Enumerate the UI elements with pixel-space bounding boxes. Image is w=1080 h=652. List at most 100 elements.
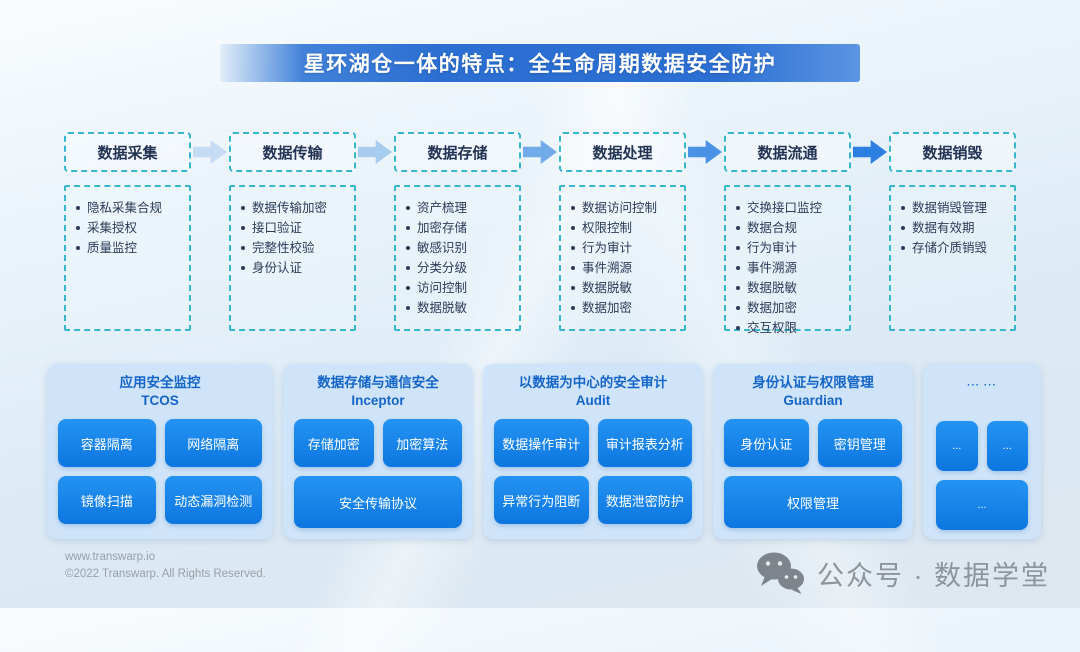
- list-item: 数据传输加密: [240, 198, 350, 218]
- bullet-icon: [571, 226, 575, 230]
- bullet-text: 采集授权: [87, 221, 138, 235]
- bullet-text: 权限控制: [582, 221, 633, 235]
- product-card-inceptor: 数据存储与通信安全 Inceptor 存储加密 加密算法 安全传输协议: [283, 364, 473, 539]
- bullet-text: 存储介质销毁: [912, 241, 988, 255]
- card-title-en: TCOS: [141, 393, 179, 409]
- card-title-cn: 身份认证与权限管理: [752, 375, 874, 390]
- product-card-tcos: 应用安全监控 TCOS 容器隔离 网络隔离 镜像扫描 动态漏洞检测: [47, 364, 273, 539]
- feature-chip: ...: [936, 480, 1028, 530]
- feature-chip: ...: [986, 421, 1028, 471]
- bullet-text: 交换接口监控: [747, 201, 823, 215]
- feature-chip: 异常行为阻断: [494, 476, 589, 524]
- bullet-text: 加密存储: [417, 221, 468, 235]
- bullet-icon: [571, 306, 575, 310]
- list-item: 采集授权: [75, 218, 185, 238]
- bullet-text: 数据脱敏: [582, 281, 633, 295]
- card-title-en: Guardian: [783, 393, 843, 409]
- bullet-icon: [241, 226, 245, 230]
- card-title-cn: ··· ···: [967, 380, 997, 391]
- stage-header: 数据传输: [229, 132, 356, 172]
- product-card-guardian: 身份认证与权限管理 Guardian 身份认证 密钥管理 权限管理: [713, 364, 913, 539]
- bullet-text: 身份认证: [252, 261, 303, 275]
- stage-items: 隐私采集合规 采集授权 质量监控: [64, 185, 191, 331]
- list-item: 交互权限: [735, 318, 845, 338]
- bullet-icon: [241, 206, 245, 210]
- feature-chip: 容器隔离: [58, 419, 156, 467]
- bullet-icon: [901, 226, 905, 230]
- bullet-text: 访问控制: [417, 281, 468, 295]
- stage-header: 数据销毁: [889, 132, 1016, 172]
- footer: www.transwarp.io ©2022 Transwarp. All Ri…: [0, 549, 1080, 595]
- bullet-text: 分类分级: [417, 261, 468, 275]
- feature-chip: 网络隔离: [164, 419, 262, 467]
- stage-column-circulation: 数据流通 交换接口监控 数据合规 行为审计 事件溯源 数据脱敏 数据加密 交互权…: [724, 132, 851, 335]
- list-item: 接口验证: [240, 218, 350, 238]
- arrow-right-icon: [853, 140, 887, 164]
- bullet-icon: [736, 226, 740, 230]
- stage-column-collection: 数据采集 隐私采集合规 采集授权 质量监控: [64, 132, 191, 331]
- list-item: 数据销毁管理: [900, 198, 1010, 218]
- bullet-text: 数据脱敏: [747, 281, 798, 295]
- stage-label: 数据流通: [757, 144, 818, 162]
- bullet-icon: [406, 266, 410, 270]
- list-item: 质量监控: [75, 238, 185, 258]
- product-cards: 应用安全监控 TCOS 容器隔离 网络隔离 镜像扫描 动态漏洞检测 数据存储与通…: [0, 364, 1080, 539]
- card-title-cn: 应用安全监控: [119, 375, 201, 390]
- bullet-text: 数据加密: [582, 301, 633, 315]
- feature-chip: 加密算法: [382, 419, 462, 467]
- feature-chip: 动态漏洞检测: [164, 476, 262, 524]
- bullet-text: 完整性校验: [252, 241, 315, 255]
- bullet-icon: [241, 246, 245, 250]
- feature-chip: 数据操作审计: [494, 419, 589, 467]
- list-item: 数据脱敏: [735, 278, 845, 298]
- list-item: 事件溯源: [735, 258, 845, 278]
- bullet-icon: [241, 266, 245, 270]
- list-item: 数据合规: [735, 218, 845, 238]
- bullet-icon: [406, 226, 410, 230]
- bullet-icon: [901, 246, 905, 250]
- card-title-cn: 以数据为中心的安全审计: [518, 375, 668, 390]
- footer-left: www.transwarp.io ©2022 Transwarp. All Ri…: [65, 549, 266, 584]
- stage-label: 数据采集: [97, 144, 158, 162]
- stage-label: 数据存储: [427, 144, 488, 162]
- list-item: 资产梳理: [405, 198, 515, 218]
- bullet-icon: [406, 286, 410, 290]
- stage-items: 资产梳理 加密存储 敏感识别 分类分级 访问控制 数据脱敏: [394, 185, 521, 331]
- bullet-text: 隐私采集合规: [87, 201, 163, 215]
- stage-items: 数据销毁管理 数据有效期 存储介质销毁: [889, 185, 1016, 331]
- stage-label: 数据处理: [592, 144, 653, 162]
- feature-chip: 审计报表分析: [597, 419, 692, 467]
- page-title: 星环湖仓一体的特点：全生命周期数据安全防护: [303, 53, 777, 76]
- list-item: 访问控制: [405, 278, 515, 298]
- bullet-text: 接口验证: [252, 221, 303, 235]
- feature-chip: ...: [936, 421, 978, 471]
- bullet-icon: [76, 206, 80, 210]
- bullet-icon: [736, 286, 740, 290]
- bullet-text: 数据脱敏: [417, 301, 468, 315]
- bullet-icon: [406, 206, 410, 210]
- bullet-icon: [406, 246, 410, 250]
- list-item: 存储介质销毁: [900, 238, 1010, 258]
- bullet-icon: [571, 246, 575, 250]
- bullet-text: 行为审计: [747, 241, 798, 255]
- stage-label: 数据销毁: [922, 144, 983, 162]
- list-item: 数据加密: [570, 298, 680, 318]
- bullet-text: 数据加密: [747, 301, 798, 315]
- card-title-cn: 数据存储与通信安全: [317, 375, 439, 390]
- feature-chip: 权限管理: [724, 476, 902, 528]
- card-title: 以数据为中心的安全审计 Audit: [494, 374, 692, 412]
- bullet-icon: [571, 286, 575, 290]
- stage-column-destruction: 数据销毁 数据销毁管理 数据有效期 存储介质销毁: [889, 132, 1016, 331]
- lifecycle-flow: 数据采集 隐私采集合规 采集授权 质量监控 数据传输 数据传输加密 接口验证 完…: [0, 132, 1080, 335]
- stage-header: 数据采集: [64, 132, 191, 172]
- list-item: 数据有效期: [900, 218, 1010, 238]
- list-item: 加密存储: [405, 218, 515, 238]
- bullet-text: 数据传输加密: [252, 201, 328, 215]
- stage-items: 数据访问控制 权限控制 行为审计 事件溯源 数据脱敏 数据加密: [559, 185, 686, 331]
- bullet-text: 数据合规: [747, 221, 798, 235]
- stage-column-transmission: 数据传输 数据传输加密 接口验证 完整性校验 身份认证: [229, 132, 356, 331]
- stage-items: 数据传输加密 接口验证 完整性校验 身份认证: [229, 185, 356, 331]
- bullet-text: 资产梳理: [417, 201, 468, 215]
- bullet-icon: [76, 246, 80, 250]
- list-item: 事件溯源: [570, 258, 680, 278]
